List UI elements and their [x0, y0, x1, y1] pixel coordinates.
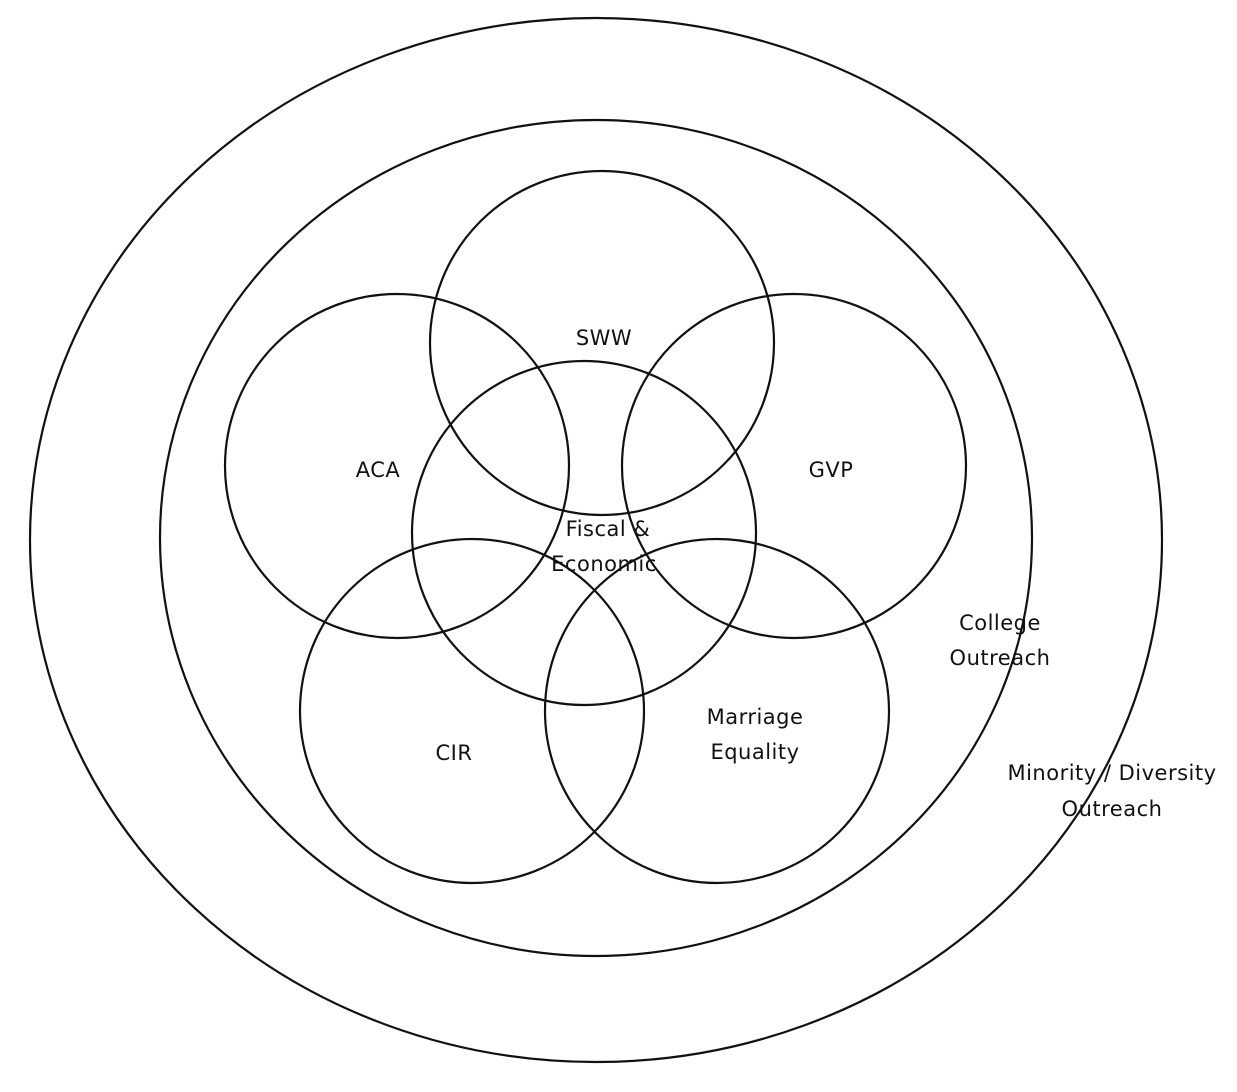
marriage-equality-circle — [543, 537, 891, 885]
marriage-equality-label-line2: Equality — [710, 740, 799, 764]
fiscal-economic-circle — [410, 359, 758, 707]
fiscal-economic-label-line1: Fiscal & — [566, 517, 651, 541]
minority-diversity-outreach-label-line1: Minority / Diversity — [1007, 761, 1216, 785]
aca-label: ACA — [356, 458, 401, 482]
minority-diversity-outreach-label-line2: Outreach — [1062, 797, 1163, 821]
cir-circle — [298, 537, 646, 885]
sww-label: SWW — [576, 326, 632, 350]
minority-diversity-outreach-ellipse — [28, 16, 1164, 1064]
cir-label: CIR — [436, 741, 473, 765]
gvp-circle — [620, 292, 968, 640]
aca-circle — [223, 292, 571, 640]
college-outreach-label-line1: College — [959, 611, 1041, 635]
gvp-label: GVP — [809, 458, 854, 482]
fiscal-economic-label-line2: Economic — [551, 552, 657, 576]
college-outreach-ellipse — [158, 118, 1034, 958]
sww-circle — [428, 169, 776, 517]
marriage-equality-label-line1: Marriage — [707, 705, 804, 729]
college-outreach-label-line2: Outreach — [950, 646, 1051, 670]
